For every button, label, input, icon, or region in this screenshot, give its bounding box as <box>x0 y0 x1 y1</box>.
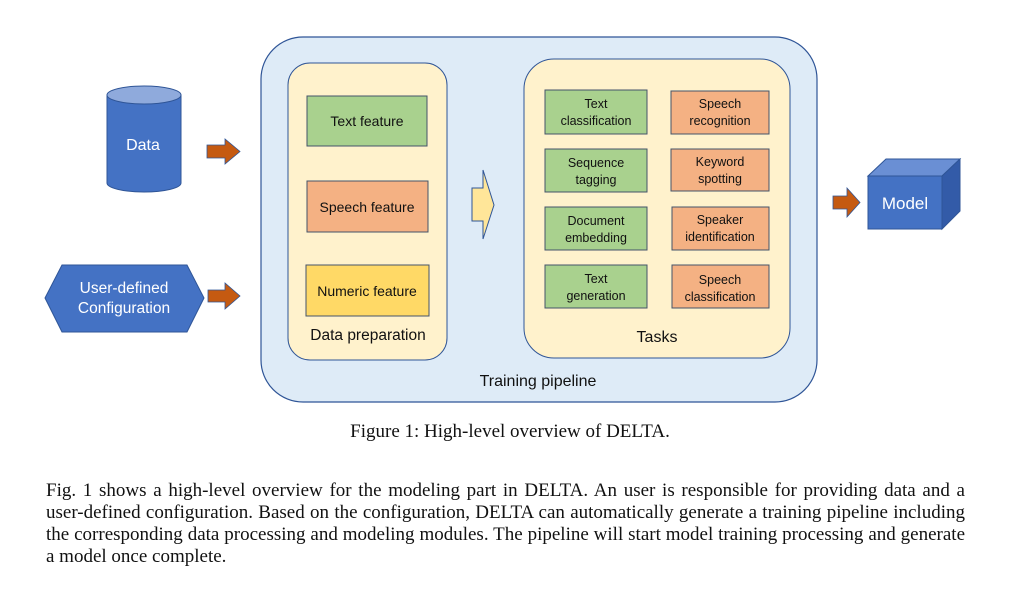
training-pipeline-label: Training pipeline <box>480 373 597 390</box>
task-line2: recognition <box>689 114 750 128</box>
feature-speech-label: Speech feature <box>320 199 415 215</box>
task-line2: classification <box>561 114 632 128</box>
config-arrow <box>207 282 241 310</box>
task-text-generation: Text generation <box>544 264 648 309</box>
data-cylinder: Data <box>106 85 182 193</box>
model-cube: Model <box>866 157 962 231</box>
task-line2: classification <box>685 290 756 304</box>
prep-to-tasks-arrow <box>471 169 495 240</box>
task-line1: Speaker <box>697 213 744 227</box>
task-document-embedding: Document embedding <box>544 206 648 251</box>
task-line2: spotting <box>698 172 742 186</box>
figure-caption: Figure 1: High-level overview of DELTA. <box>350 421 670 442</box>
task-speaker-identification: Speaker identification <box>671 206 770 251</box>
feature-speech: Speech feature <box>306 180 429 233</box>
task-text-classification: Text classification <box>544 89 648 135</box>
body-paragraph: Fig. 1 shows a high-level overview for t… <box>46 480 965 567</box>
task-line1: Keyword <box>696 155 745 169</box>
task-line2: generation <box>566 289 625 303</box>
task-line2: identification <box>685 230 755 244</box>
feature-numeric: Numeric feature <box>305 264 430 317</box>
task-line1: Document <box>568 214 625 228</box>
task-line1: Sequence <box>568 156 624 170</box>
task-speech-recognition: Speech recognition <box>670 90 770 135</box>
feature-text-label: Text feature <box>330 113 403 129</box>
user-config-hexagon: User-defined Configuration <box>44 264 205 333</box>
model-arrow <box>832 186 861 219</box>
task-line2: embedding <box>565 231 627 245</box>
feature-text: Text feature <box>306 95 428 147</box>
task-line1: Speech <box>699 273 741 287</box>
delta-overview-diagram: Data User-defined Configuration Training… <box>44 36 962 403</box>
task-line1: Text <box>585 97 608 111</box>
config-label-line1: User-defined <box>80 280 169 297</box>
tasks-label: Tasks <box>637 329 678 346</box>
task-line2: tagging <box>575 173 616 187</box>
task-speech-classification: Speech classification <box>671 264 770 309</box>
task-sequence-tagging: Sequence tagging <box>544 148 648 193</box>
feature-numeric-label: Numeric feature <box>317 283 417 299</box>
model-label: Model <box>882 194 928 213</box>
task-line1: Text <box>585 272 608 286</box>
task-keyword-spotting: Keyword spotting <box>670 148 770 192</box>
data-preparation-label: Data preparation <box>310 327 425 344</box>
data-arrow <box>206 138 241 165</box>
task-line1: Speech <box>699 97 741 111</box>
data-label: Data <box>126 137 160 154</box>
config-label-line2: Configuration <box>78 300 170 317</box>
